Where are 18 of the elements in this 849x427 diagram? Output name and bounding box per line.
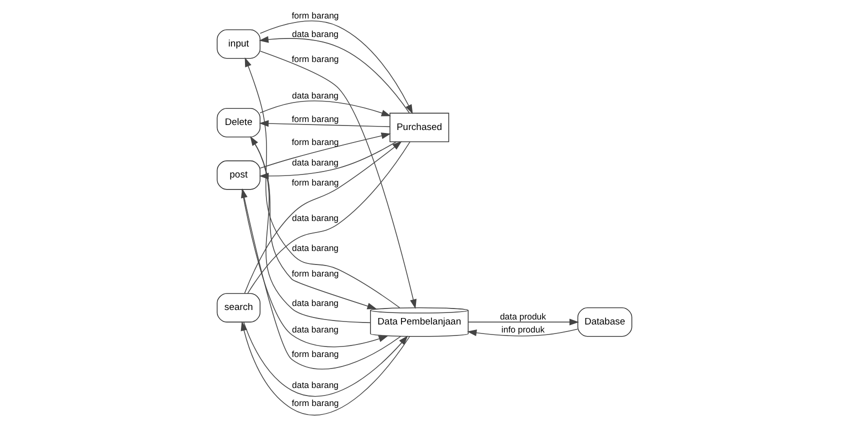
edge-label: info produk — [501, 324, 545, 334]
edge-label: form barang — [292, 114, 339, 124]
edge-label: data barang — [292, 380, 339, 390]
edge-label: form barang — [292, 398, 339, 408]
edge-label: form barang — [292, 268, 339, 279]
edge-label: form barang — [292, 136, 339, 147]
edge-label: data barang — [292, 324, 339, 334]
edge-label: data barang — [292, 157, 339, 168]
edge-label: form barang — [292, 10, 339, 20]
edge-label: form barang — [292, 177, 339, 188]
edge-label: data barang — [292, 213, 339, 224]
edge-label: form barang — [292, 54, 339, 64]
edge-label: data barang — [292, 243, 339, 254]
edge-label: data barang — [292, 28, 339, 39]
edge-label: data barang — [292, 90, 339, 101]
edge-label: data barang — [292, 298, 339, 308]
edge-label: form barang — [292, 348, 339, 359]
edge-label: data produk — [500, 312, 546, 322]
